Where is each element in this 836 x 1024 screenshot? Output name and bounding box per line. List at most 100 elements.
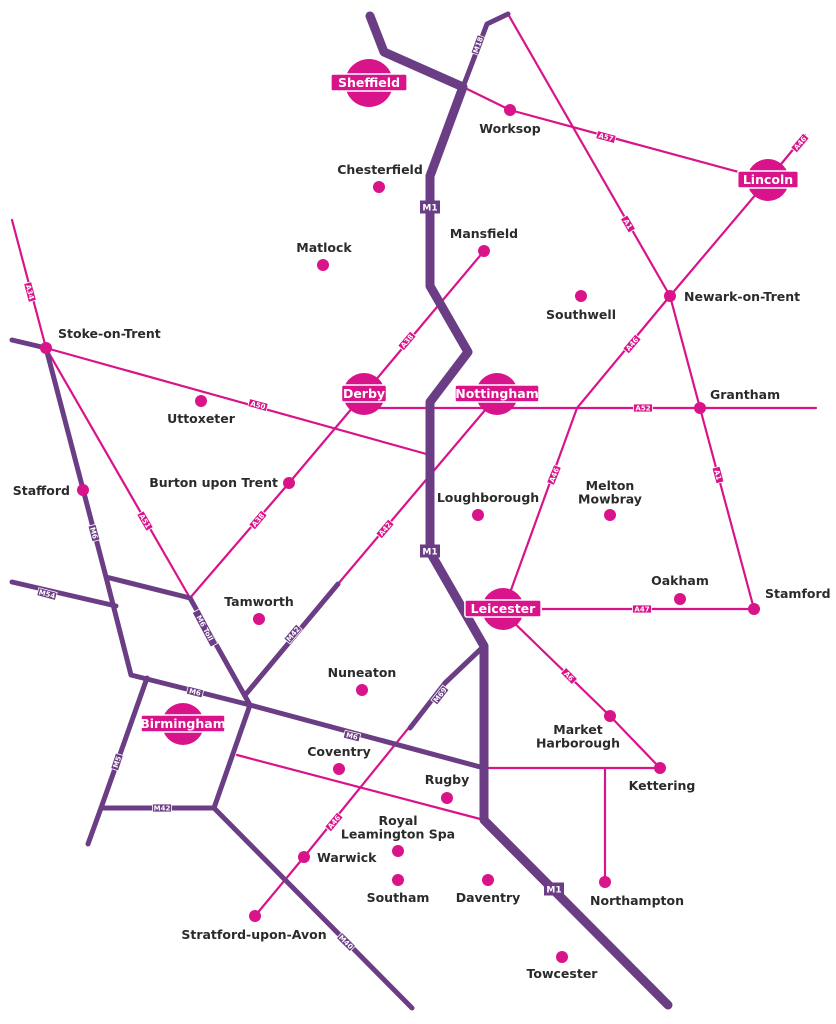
road-m54 (9, 579, 119, 609)
city-label-box (330, 73, 408, 92)
road-shield-a38: A38 (248, 509, 268, 531)
road-shield-m18: M18 (470, 34, 486, 56)
town-worksop: Worksop (479, 104, 541, 136)
town-northampton: Northampton (590, 876, 684, 908)
road-shield-a46: A46 (622, 333, 642, 355)
shield-box (36, 587, 58, 601)
town-name: Daventry (456, 890, 521, 905)
town-burton: Burton upon Trent (149, 475, 295, 490)
town-dot (748, 603, 760, 615)
city-label-box (340, 384, 388, 403)
town-name: Burton upon Trent (149, 475, 278, 490)
shield-label: M6 Toll (195, 614, 215, 642)
shield-box (23, 281, 37, 303)
town-oakham: Oakham (651, 573, 709, 605)
road-shield-a57: A57 (595, 130, 617, 144)
town-dot (249, 910, 261, 922)
city-label-box (736, 170, 800, 189)
town-dot (195, 395, 207, 407)
city-label-box (140, 714, 226, 733)
town-dot (283, 477, 295, 489)
shield-label: M1 (422, 548, 437, 558)
town-dot (482, 874, 494, 886)
town-dot (478, 245, 490, 257)
town-dot (556, 951, 568, 963)
shield-label: A50 (250, 400, 267, 412)
road-shield-m1: M1 (420, 200, 440, 214)
shield-box (191, 608, 219, 648)
road-shield-a47: A47 (632, 604, 652, 614)
shield-box (420, 544, 440, 558)
shield-box (595, 130, 617, 144)
shield-box (546, 464, 562, 486)
shield-box (248, 509, 268, 531)
town-name: Towcester (527, 966, 599, 981)
city-leicester: Leicester (464, 588, 542, 630)
town-name: Melton (586, 478, 635, 493)
town-dot (392, 845, 404, 857)
road-shield-m5: M5 (110, 752, 124, 772)
towns-layer: WorksopChesterfieldMatlockMansfieldSouth… (13, 104, 831, 981)
shield-label: M6 (345, 731, 359, 742)
city-sheffield: Sheffield (330, 59, 408, 107)
road-shield-m6: M6 (185, 685, 205, 699)
town-nuneaton: Nuneaton (328, 665, 396, 696)
town-name: Newark-on-Trent (684, 289, 800, 304)
road-m1 (365, 11, 673, 1010)
road-shield-m1: M1 (420, 544, 440, 558)
road-a38 (188, 249, 486, 600)
shield-label: M18 (472, 36, 485, 55)
city-name: Derby (343, 386, 385, 401)
town-name: Kettering (629, 778, 696, 793)
shield-label: M1 (422, 204, 437, 214)
town-towcester: Towcester (527, 951, 599, 981)
town-dot (77, 484, 89, 496)
road-shield-a52: A52 (633, 403, 653, 413)
shield-box (711, 465, 725, 485)
road-shield-m40: M40 (335, 931, 357, 953)
shield-box (470, 34, 486, 56)
town-tamworth: Tamworth (224, 594, 294, 625)
town-uttoxeter: Uttoxeter (167, 395, 236, 426)
town-mansfield: Mansfield (450, 226, 518, 257)
shield-box (324, 811, 344, 833)
city-birmingham: Birmingham (140, 703, 226, 745)
city-nottingham: Nottingham (454, 373, 540, 415)
town-name: Chesterfield (337, 162, 423, 177)
town-name: Warwick (317, 850, 377, 865)
town-newark: Newark-on-Trent (664, 289, 800, 304)
shield-label: M5 (112, 755, 123, 769)
town-dot (298, 851, 310, 863)
road-shield-a1: A1 (711, 465, 725, 485)
town-name: Southam (367, 890, 430, 905)
town-stafford: Stafford (13, 483, 89, 498)
town-dot (504, 104, 516, 116)
road-shield-a38: A38 (397, 330, 417, 352)
town-name: Uttoxeter (167, 411, 236, 426)
town-kettering: Kettering (629, 762, 696, 793)
shield-box (622, 333, 642, 355)
road-shield-a34: A34 (23, 281, 37, 303)
town-name: Mansfield (450, 226, 518, 241)
shield-label: M1 (546, 886, 561, 896)
town-name: Tamworth (224, 594, 294, 609)
town-dot (599, 876, 611, 888)
shield-label: M6 (188, 687, 202, 698)
town-daventry: Daventry (456, 874, 521, 905)
town-name: Stratford-upon-Avon (181, 927, 326, 942)
town-dot (40, 342, 52, 354)
town-dot (253, 613, 265, 625)
town-chesterfield: Chesterfield (337, 162, 423, 193)
city-name: Sheffield (338, 75, 400, 90)
road-shield-a46: A46 (790, 132, 810, 154)
town-name: Worksop (479, 121, 540, 136)
city-name: Lincoln (743, 172, 793, 187)
town-rugby: Rugby (425, 772, 469, 804)
shield-box (619, 214, 637, 234)
shield-label: A34 (24, 284, 36, 301)
road-m69 (407, 643, 487, 731)
town-name: Stoke-on-Trent (58, 326, 161, 341)
road-shield-m6: M6 (87, 523, 101, 543)
